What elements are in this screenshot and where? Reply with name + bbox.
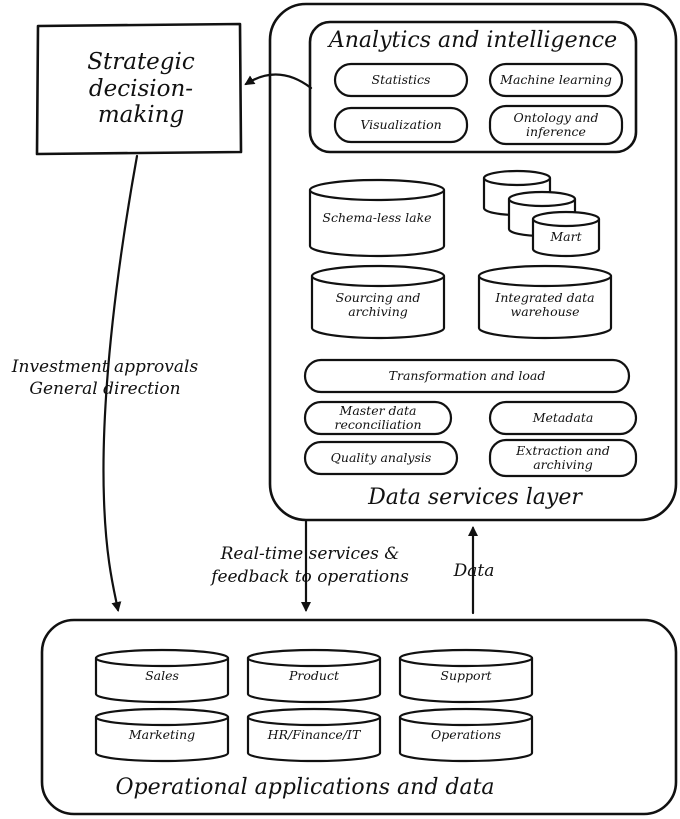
transformation-label: Transformation and load	[388, 367, 546, 383]
metadata-pill	[488, 400, 638, 436]
data-services-title: Data services layer	[368, 485, 582, 511]
operational-title: Operational applications and data	[115, 775, 495, 801]
investment-approvals-label: Investment approvals	[11, 357, 199, 378]
transformation-pill	[303, 358, 631, 394]
strategic-box	[35, 22, 243, 156]
support-label: Support	[440, 667, 492, 683]
extraction-pill	[488, 438, 638, 478]
strategic-title: Strategic decision-making	[87, 49, 195, 129]
ontology-label: Ontology and inference	[513, 109, 599, 139]
analytics-title: Analytics and intelligence	[328, 28, 618, 54]
statistics-pill	[333, 62, 469, 98]
visualization-pill	[333, 106, 469, 144]
mart-cylinder-front	[531, 210, 601, 258]
master-data-pill	[303, 400, 453, 436]
marketing-cylinder	[94, 707, 230, 763]
extraction-label: Extraction and archiving	[516, 442, 610, 472]
operations-label: Operations	[430, 726, 502, 742]
ontology-pill	[488, 104, 624, 146]
arrow-strategic-to-operational	[102, 154, 139, 612]
data-services-container	[268, 2, 678, 522]
hr-finance-it-label: HR/Finance/IT	[267, 726, 361, 742]
quality-label: Quality analysis	[330, 449, 432, 465]
realtime-services-label: Real-time services &	[220, 544, 400, 565]
operations-cylinder	[398, 707, 534, 763]
data-flow-label: Data	[453, 561, 495, 582]
machine-learning-label: Machine learning	[500, 71, 612, 87]
schema-less-lake-cylinder	[308, 178, 446, 258]
machine-learning-pill	[488, 62, 624, 98]
visualization-label: Visualization	[360, 116, 442, 132]
statistics-label: Statistics	[371, 71, 431, 87]
feedback-operations-label: feedback to operations	[211, 567, 409, 588]
product-label: Product	[289, 667, 339, 683]
arrow-analytics-to-strategic	[244, 73, 313, 90]
operational-container	[40, 618, 678, 816]
marketing-label: Marketing	[128, 726, 196, 742]
sourcing-archiving-cylinder	[310, 264, 446, 340]
product-cylinder	[246, 648, 382, 704]
hr-finance-it-cylinder	[246, 707, 382, 763]
sales-cylinder	[94, 648, 230, 704]
quality-pill	[303, 440, 459, 476]
support-cylinder	[398, 648, 534, 704]
metadata-label: Metadata	[532, 409, 594, 425]
sourcing-archiving-label: Sourcing and archiving	[335, 289, 421, 319]
master-data-label: Master data reconciliation	[334, 402, 422, 432]
mart-label: Mart	[550, 228, 582, 244]
integrated-warehouse-label: Integrated data warehouse	[495, 289, 595, 319]
integrated-warehouse-cylinder	[477, 264, 613, 340]
schema-less-lake-label: Schema-less lake	[322, 209, 432, 225]
sales-label: Sales	[145, 667, 179, 683]
general-direction-text: General direction	[29, 379, 181, 400]
